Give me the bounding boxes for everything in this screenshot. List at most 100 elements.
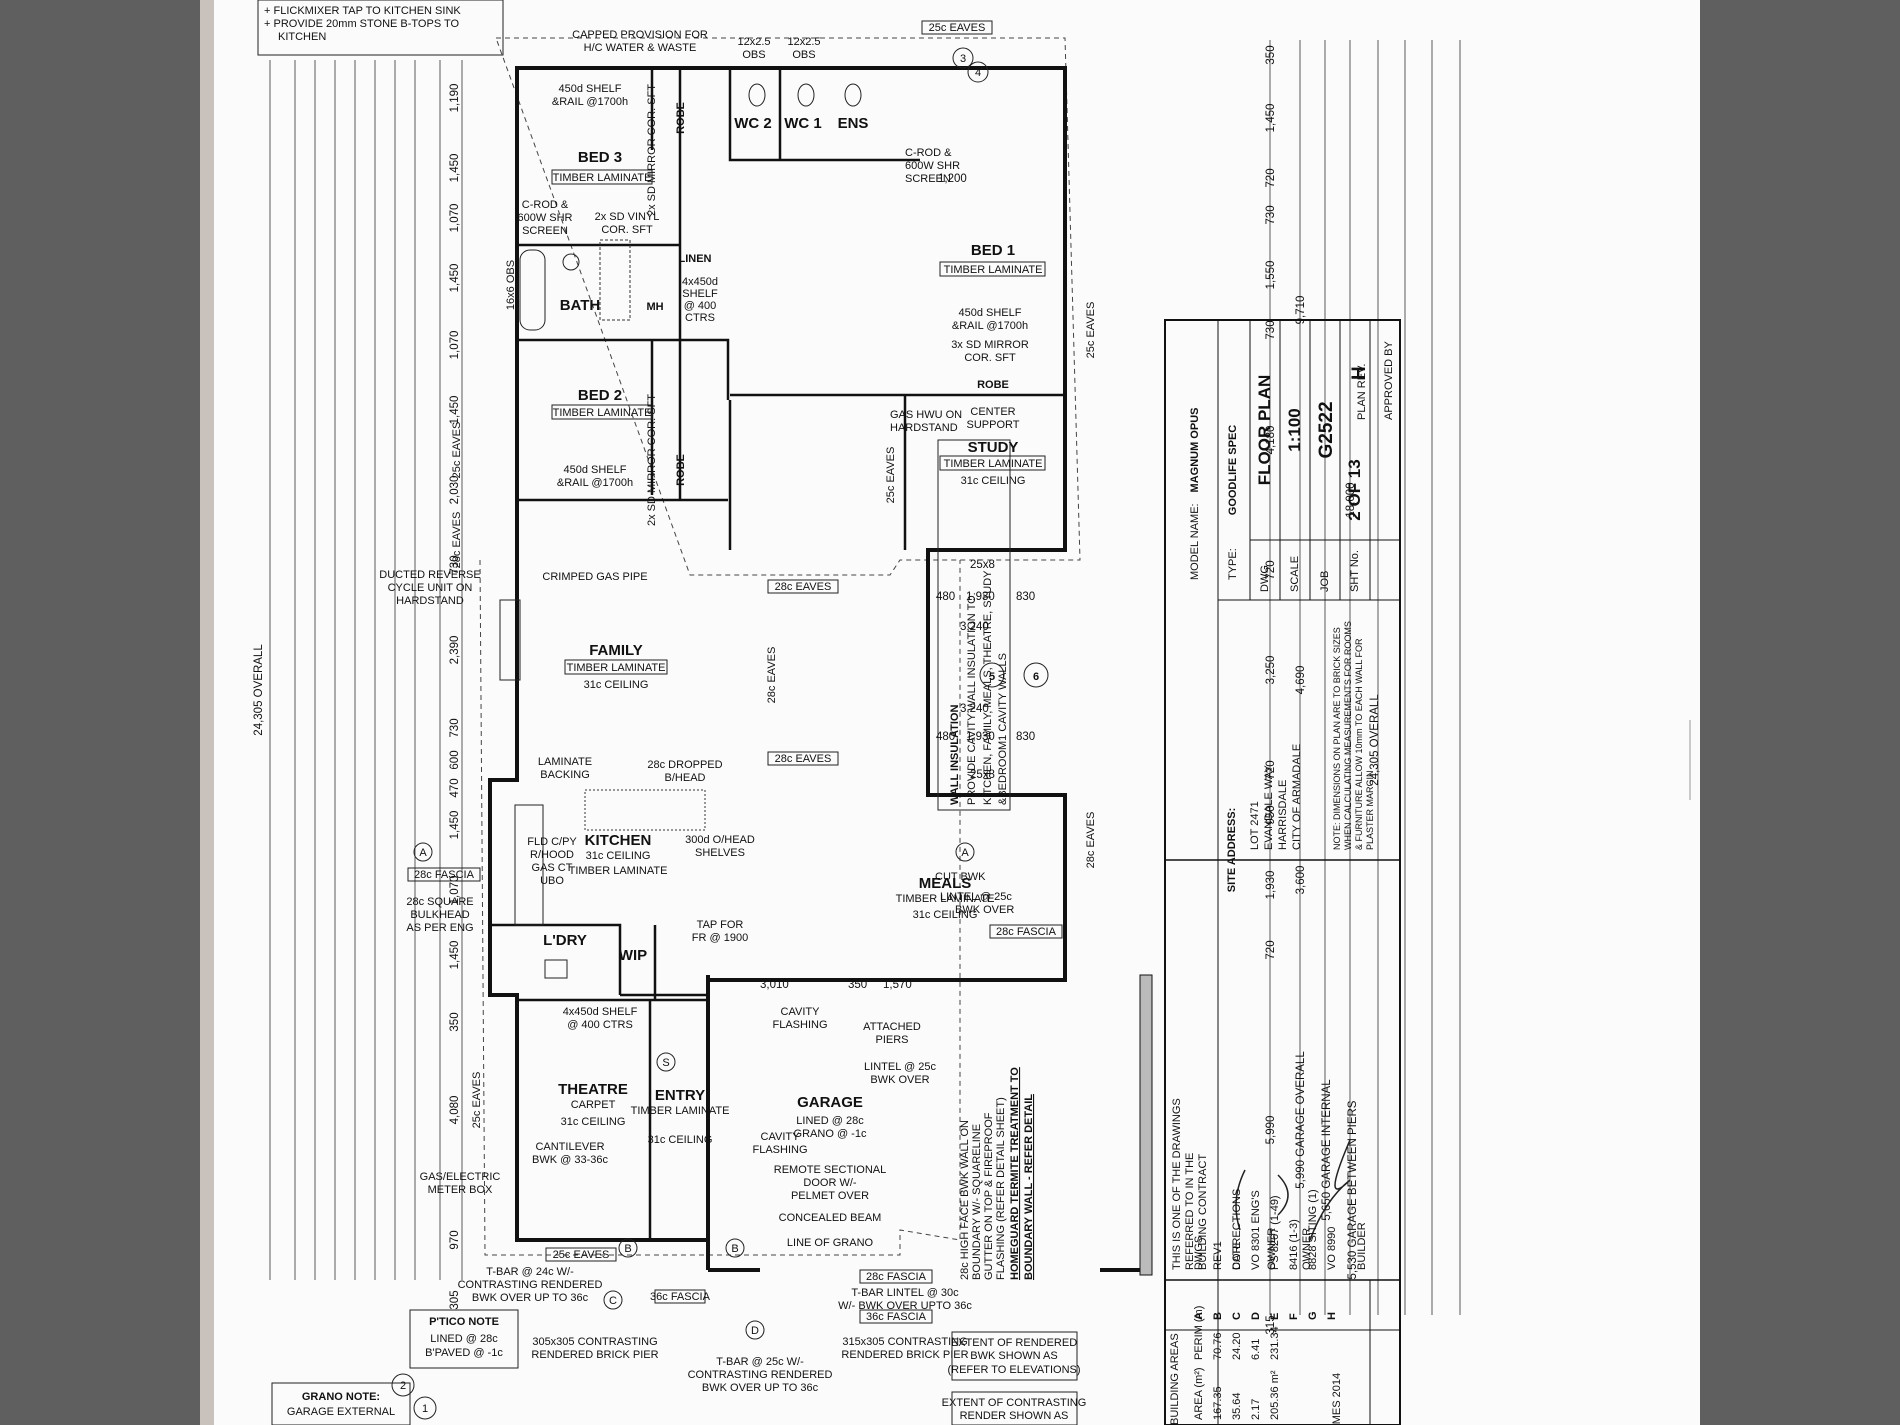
svg-text:3,250: 3,250	[1265, 656, 1277, 685]
svg-text:HARDSTAND: HARDSTAND	[396, 595, 464, 607]
svg-text:830: 830	[1016, 591, 1035, 603]
svg-text:G: G	[1307, 1311, 1319, 1320]
svg-text:PS 8267 (1-49): PS 8267 (1-49)	[1269, 1195, 1281, 1270]
svg-text:25x8: 25x8	[970, 559, 995, 571]
svg-text:BUILDER: BUILDER	[1356, 1222, 1368, 1270]
svg-text:28c HIGH FACE BWK WALL ON: 28c HIGH FACE BWK WALL ON	[959, 1120, 971, 1280]
right-dimension-lines	[1269, 40, 1461, 1315]
svg-text:REFERRED TO IN THE: REFERRED TO IN THE	[1184, 1153, 1196, 1270]
svg-text:GAS CT: GAS CT	[532, 862, 573, 874]
eaves-labels: 25c EAVES 28c EAVES 28c EAVES 28c FASCIA…	[407, 20, 1097, 1324]
svg-text:31c CEILING: 31c CEILING	[561, 1116, 626, 1128]
svg-text:28c EAVES: 28c EAVES	[451, 512, 463, 569]
svg-text:1,070: 1,070	[449, 876, 461, 905]
svg-text:F: F	[1288, 1313, 1300, 1320]
svg-text:470: 470	[449, 778, 461, 797]
annotations: CAPPED PROVISION FOR H/C WATER & WASTE 1…	[379, 29, 1014, 1394]
svg-text:31c CEILING: 31c CEILING	[584, 679, 649, 691]
room-ldry: L'DRY	[543, 932, 587, 949]
svg-text:1,450: 1,450	[449, 811, 461, 840]
svg-text:450d SHELF: 450d SHELF	[564, 464, 627, 476]
svg-text:@ 400 CTRS: @ 400 CTRS	[567, 1019, 633, 1031]
svg-text:& FURNITURE ALLOW 10mm TO EACH: & FURNITURE ALLOW 10mm TO EACH WALL FOR	[1354, 638, 1364, 850]
svg-text:@ 400: @ 400	[684, 300, 717, 312]
wall-insulation-note: WALL INSULATION PROVIDE CAVITY WALL INSU…	[937, 439, 1011, 811]
svg-text:SCALE: SCALE	[1289, 556, 1301, 592]
svg-text:A: A	[419, 847, 427, 859]
room-linen: LINEN 4x450d SHELF @ 400 CTRS MH	[646, 253, 718, 324]
svg-text:1,070: 1,070	[449, 331, 461, 360]
svg-text:CONTRASTING RENDERED: CONTRASTING RENDERED	[688, 1369, 833, 1381]
svg-text:1:100: 1:100	[1285, 408, 1304, 451]
svg-text:BATH: BATH	[560, 297, 601, 314]
svg-text:GAS/ELECTRIC: GAS/ELECTRIC	[420, 1171, 501, 1183]
svg-text:HARRISDALE: HARRISDALE	[1277, 780, 1289, 850]
room-garage: GARAGE LINED @ 28c GRANO @ -1c REMOTE SE…	[774, 1094, 886, 1249]
svg-text:BED 2: BED 2	[578, 387, 622, 404]
svg-text:CITY OF ARMADALE: CITY OF ARMADALE	[1291, 744, 1303, 850]
svg-text:720: 720	[1265, 760, 1277, 779]
grano-note: GRANO NOTE: GARAGE EXTERNAL	[271, 1382, 411, 1425]
svg-text:CYCLE UNIT ON: CYCLE UNIT ON	[388, 582, 473, 594]
svg-text:1,930: 1,930	[1265, 871, 1277, 900]
svg-text:NOTE: DIMENSIONS ON PLAN ARE T: NOTE: DIMENSIONS ON PLAN ARE TO BRICK SI…	[1332, 627, 1342, 850]
svg-text:AREA (m²): AREA (m²)	[1193, 1367, 1205, 1420]
svg-text:25x8: 25x8	[970, 769, 995, 781]
svg-text:THEATRE: THEATRE	[558, 1081, 628, 1098]
svg-text:COR. SFT: COR. SFT	[964, 352, 1016, 364]
svg-text:SCREEN: SCREEN	[522, 225, 568, 237]
svg-text:MEALS: MEALS	[919, 875, 972, 892]
svg-text:300d O/HEAD: 300d O/HEAD	[685, 834, 755, 846]
svg-text:5,990 GARAGE OVERALL: 5,990 GARAGE OVERALL	[1295, 1051, 1307, 1189]
svg-text:GUTTER ON TOP & FIREPROOF: GUTTER ON TOP & FIREPROOF	[983, 1112, 995, 1280]
svg-text:C-ROD &: C-ROD &	[522, 199, 569, 211]
svg-text:2x SD MIRROR COR. SFT: 2x SD MIRROR COR. SFT	[646, 394, 658, 526]
svg-text:WALL INSULATION: WALL INSULATION	[949, 705, 961, 805]
svg-text:CONCEALED BEAM: CONCEALED BEAM	[779, 1212, 882, 1224]
svg-text:CORRECTIONS: CORRECTIONS	[1231, 1189, 1243, 1270]
svg-text:1,190: 1,190	[449, 84, 461, 113]
svg-text:C: C	[609, 1295, 617, 1307]
svg-text:MH: MH	[646, 301, 663, 313]
svg-text:A: A	[961, 847, 969, 859]
svg-text:5,650 GARAGE INTERNAL: 5,650 GARAGE INTERNAL	[1321, 1079, 1333, 1221]
overall-right: 24,305 OVERALL	[1369, 694, 1381, 786]
dims-left-text: 1,190 1,450 1,070 1,450 1,070 1,450 2,03…	[449, 84, 461, 1310]
svg-text:PELMET OVER: PELMET OVER	[791, 1190, 869, 1202]
svg-text:LINEN: LINEN	[679, 253, 712, 265]
left-dimension-lines	[269, 60, 463, 1280]
svg-text:DWGS: DWGS	[1193, 1236, 1205, 1270]
svg-text:FLD C/PY: FLD C/PY	[527, 836, 577, 848]
svg-text:TIMBER LAMINATE: TIMBER LAMINATE	[553, 407, 652, 419]
svg-text:1,450: 1,450	[1265, 104, 1277, 133]
svg-text:H/C WATER & WASTE: H/C WATER & WASTE	[584, 42, 697, 54]
svg-text:B'PAVED @ -1c: B'PAVED @ -1c	[425, 1347, 503, 1359]
svg-text:2,030: 2,030	[449, 476, 461, 505]
svg-text:16x6 OBS: 16x6 OBS	[505, 260, 517, 310]
svg-text:A: A	[1193, 1312, 1205, 1320]
svg-text:4: 4	[975, 67, 981, 79]
svg-text:1,450: 1,450	[449, 154, 461, 183]
svg-text:B/HEAD: B/HEAD	[665, 772, 706, 784]
svg-text:DATE: DATE	[1231, 1241, 1243, 1270]
svg-text:8416 (1-3): 8416 (1-3)	[1288, 1219, 1300, 1270]
svg-text:SITE ADDRESS:: SITE ADDRESS:	[1226, 808, 1238, 893]
overall-left: 24,305 OVERALL	[253, 644, 265, 736]
svg-text:28c EAVES: 28c EAVES	[1085, 812, 1097, 869]
svg-text:D: D	[1250, 1312, 1262, 1320]
fixtures	[499, 83, 862, 979]
svg-text:PLAN REV.: PLAN REV.	[1356, 364, 1368, 420]
svg-text:BUILDING CONTRACT: BUILDING CONTRACT	[1197, 1154, 1209, 1270]
room-bed3: 450d SHELF &RAIL @1700h BED 3 TIMBER LAM…	[551, 83, 687, 216]
svg-text:1,450: 1,450	[449, 264, 461, 293]
svg-text:FR @ 1900: FR @ 1900	[692, 932, 748, 944]
svg-text:3x SD MIRROR: 3x SD MIRROR	[951, 339, 1029, 351]
svg-text:720: 720	[1265, 168, 1277, 187]
svg-text:BACKING: BACKING	[540, 769, 590, 781]
svg-text:GRANO @ -1c: GRANO @ -1c	[794, 1128, 867, 1140]
svg-text:1,450: 1,450	[449, 396, 461, 425]
svg-text:TIMBER LAMINATE: TIMBER LAMINATE	[631, 1105, 730, 1117]
svg-text:730: 730	[1265, 320, 1277, 339]
svg-text:GAS HWU ON: GAS HWU ON	[890, 409, 962, 421]
dims-right-text: 350 1,450 720 730 1,550 730 4,180 720 3,…	[1265, 45, 1359, 1334]
